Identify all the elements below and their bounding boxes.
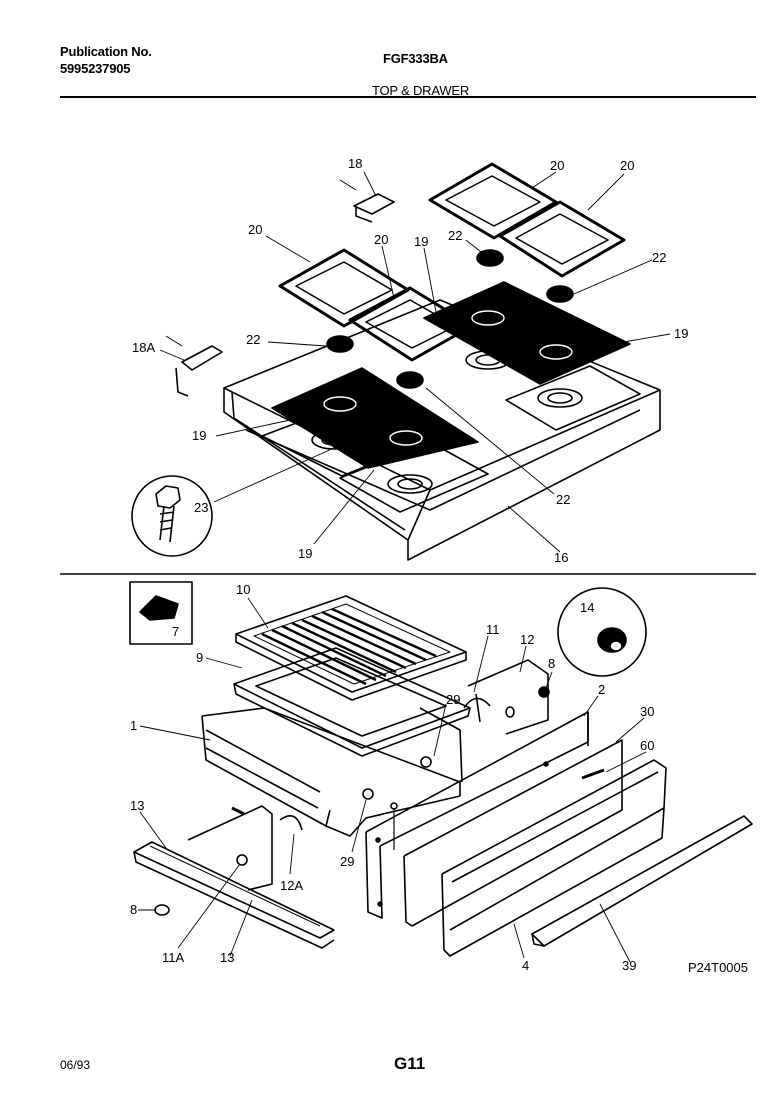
drawer-body xyxy=(201,707,463,837)
callout-19: 19 xyxy=(674,326,688,341)
callout-12A: 12A xyxy=(280,878,303,893)
drawer-bracket xyxy=(463,659,549,735)
callout-12: 12 xyxy=(520,632,534,647)
callout-20: 20 xyxy=(248,222,262,237)
callout-29: 29 xyxy=(446,692,460,707)
callout-7: 7 xyxy=(172,624,179,639)
drawer-handle xyxy=(531,815,753,947)
broiler-pan xyxy=(233,647,471,757)
publication-label: Publication No. xyxy=(60,44,152,59)
callout-16: 16 xyxy=(554,550,568,565)
callout-8: 8 xyxy=(548,656,555,671)
part-7-inset xyxy=(129,581,193,645)
callout-22: 22 xyxy=(556,492,570,507)
drawer-panel xyxy=(403,739,623,927)
callout-22: 22 xyxy=(448,228,462,243)
callout-4: 4 xyxy=(522,958,529,973)
callout-13: 13 xyxy=(130,798,144,813)
callout-13: 13 xyxy=(220,950,234,965)
callout-20: 20 xyxy=(374,232,388,247)
callout-20: 20 xyxy=(550,158,564,173)
callout-23: 23 xyxy=(194,500,208,515)
broiler-pan-grid xyxy=(235,595,467,701)
callout-1: 1 xyxy=(130,718,137,733)
callout-19: 19 xyxy=(192,428,206,443)
callout-14: 14 xyxy=(580,600,594,615)
callout-29: 29 xyxy=(340,854,354,869)
callout-60: 60 xyxy=(640,738,654,753)
header-rule xyxy=(60,96,756,98)
callout-19: 19 xyxy=(414,234,428,249)
callout-8: 8 xyxy=(130,902,137,917)
drawer-slide-rail xyxy=(133,805,335,949)
model-number: FGF333BA xyxy=(383,51,448,66)
callout-10: 10 xyxy=(236,582,250,597)
drawer-hardware xyxy=(362,686,550,850)
callout-20: 20 xyxy=(620,158,634,173)
drip-pan xyxy=(271,281,631,469)
callout-2: 2 xyxy=(598,682,605,697)
diagram-code: P24T0005 xyxy=(688,960,748,975)
knob-inset xyxy=(557,587,647,677)
callout-18: 18 xyxy=(348,156,362,171)
callout-19: 19 xyxy=(298,546,312,561)
footer-page: G11 xyxy=(394,1054,426,1073)
drawer-trim-panel xyxy=(441,759,667,957)
bolt-inset xyxy=(131,475,213,557)
callout-30: 30 xyxy=(640,704,654,719)
leader-lines xyxy=(138,171,671,963)
footer-date: 06/93 xyxy=(60,1058,91,1072)
hinge-bracket xyxy=(165,179,395,397)
callout-11A: 11A xyxy=(162,950,184,965)
drawer-front xyxy=(365,711,589,919)
callout-9: 9 xyxy=(196,650,203,665)
callout-22: 22 xyxy=(246,332,260,347)
callout-11: 11 xyxy=(486,622,500,637)
section-title: TOP & DRAWER xyxy=(372,83,470,98)
callout-18A: 18A xyxy=(132,340,155,355)
callout-39: 39 xyxy=(622,958,636,973)
publication-number: 5995237905 xyxy=(60,61,131,76)
callout-22: 22 xyxy=(652,250,666,265)
